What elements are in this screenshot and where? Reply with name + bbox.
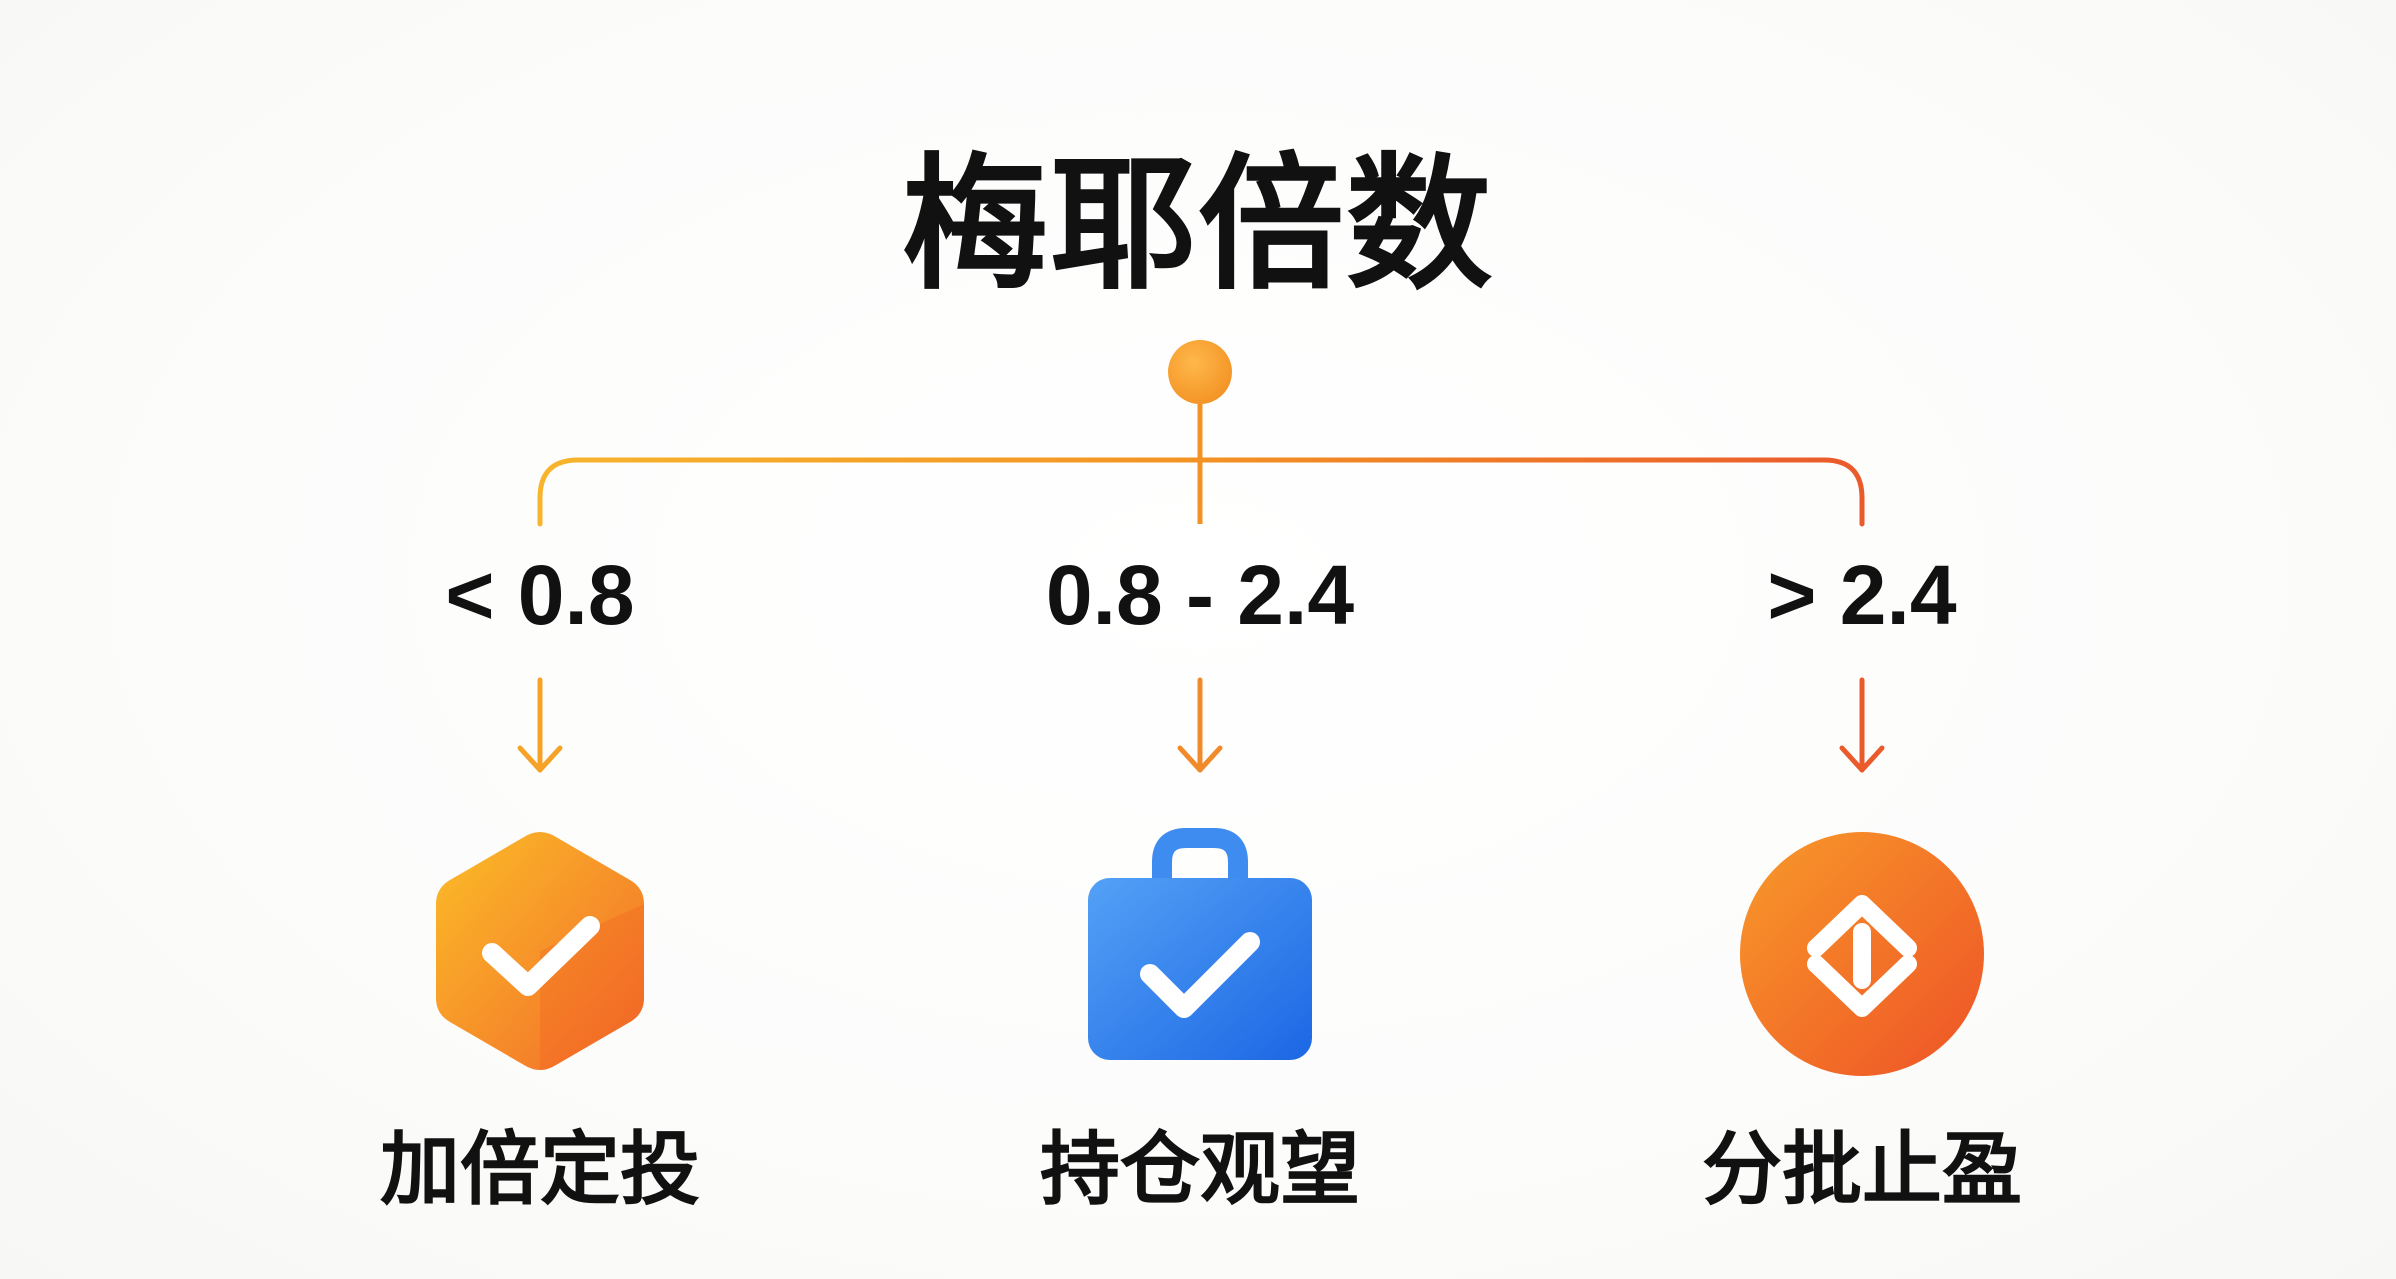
arrow-middle [1177, 677, 1223, 773]
briefcase-check-icon [1088, 828, 1312, 1060]
arrow-left [517, 677, 563, 773]
arrow-right [1839, 677, 1885, 773]
action-label-high: 分批止盈 [1702, 1123, 2022, 1216]
range-label-low: < 0.8 [445, 548, 635, 642]
range-label-high: > 2.4 [1767, 548, 1957, 642]
diagram-title: 梅耶倍数 [902, 140, 1494, 310]
action-label-low: 加倍定投 [380, 1123, 700, 1216]
branch-bracket [537, 457, 1865, 527]
hexagon-check-icon [436, 832, 644, 1070]
range-label-mid: 0.8 - 2.4 [1045, 548, 1355, 642]
root-node [1168, 340, 1232, 404]
circle-up-down-icon [1740, 832, 1984, 1076]
action-label-mid: 持仓观望 [1040, 1123, 1360, 1216]
